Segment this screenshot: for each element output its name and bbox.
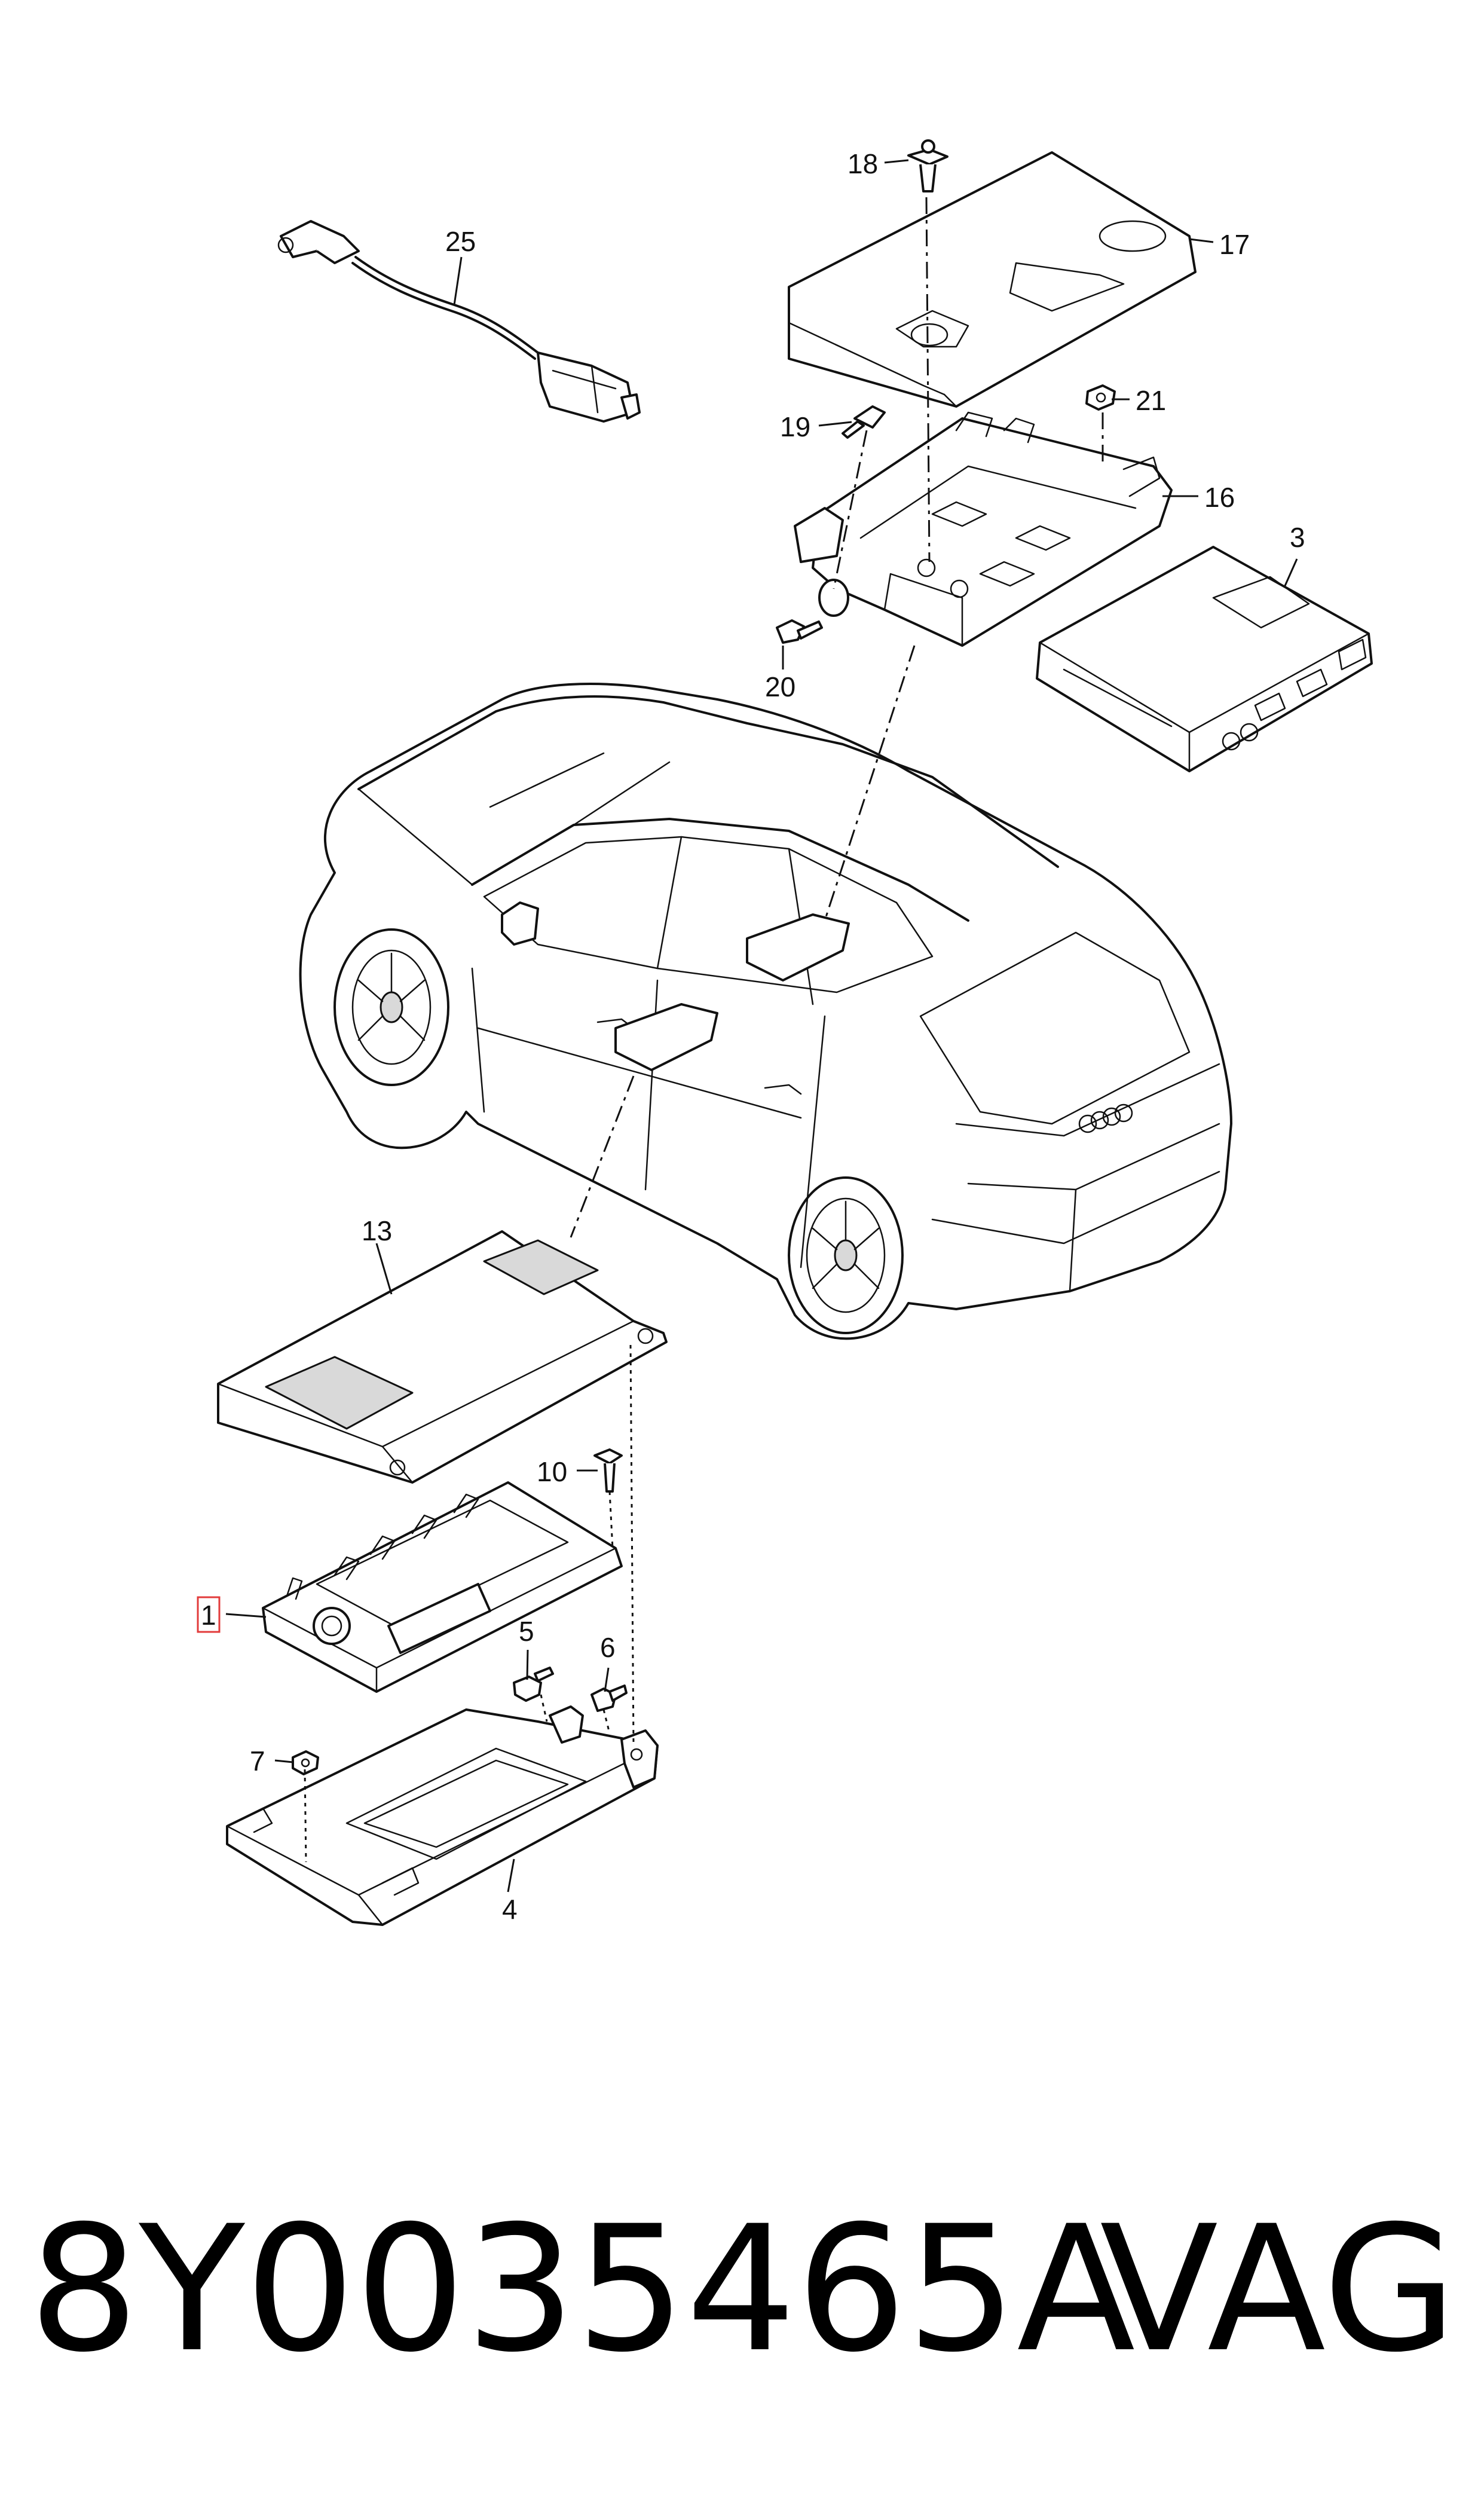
front-wheel [333,928,449,1086]
callout-1-highlight-box [197,1596,221,1633]
callout-20: 20 [765,671,795,702]
part-16-bracket [794,411,1173,647]
part-3-module [1036,546,1373,772]
callout-6: 6 [600,1632,616,1663]
part-10-screw [593,1448,623,1493]
audi-rings-icon [1078,1103,1133,1133]
part-number-text: 8Y0035465A [29,2189,1136,2390]
callout-13: 13 [362,1215,392,1246]
part-5-bolt [513,1667,554,1702]
leader-lines [225,159,1298,1893]
location-marker-lower [614,1003,718,1071]
part-13-cover [217,1230,668,1484]
callout-25: 25 [445,226,476,257]
location-marker-upper [746,913,850,982]
brand-text: VAG [1100,2189,1457,2390]
part-19-screw [842,405,886,439]
part-18-clip [907,139,948,192]
callout-21: 21 [1136,385,1166,416]
part-7-nut [292,1750,319,1775]
part-4-tray [226,1705,659,1926]
rear-wheel [788,1176,904,1334]
callout-3: 3 [1290,522,1305,553]
callout-1: 1 [201,1600,216,1631]
part-17-cover [788,151,1197,408]
callout-18: 18 [847,148,878,179]
part-25-cable [277,220,641,423]
callout-17: 17 [1219,229,1250,260]
part-20-bolt [776,619,823,644]
callout-labels: 25 18 17 19 21 16 3 20 13 10 1 5 6 7 4 [197,148,1305,1925]
callout-16: 16 [1204,482,1235,513]
assembly-lines [304,197,1104,1863]
part-6-bolt [590,1685,628,1712]
callout-7: 7 [250,1745,265,1777]
callout-4: 4 [502,1894,518,1925]
callout-5: 5 [519,1616,534,1647]
callout-10: 10 [537,1456,567,1487]
part-21-nut [1085,384,1116,411]
callout-19: 19 [780,411,810,442]
part-1-module [262,1481,623,1693]
vehicle-outline [299,683,1232,1340]
